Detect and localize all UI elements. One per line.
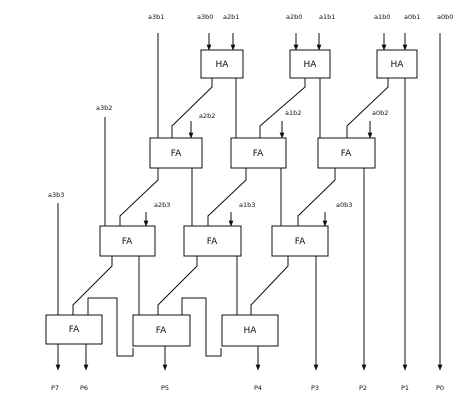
block-fa-6: FA xyxy=(271,225,329,257)
block-label: HA xyxy=(304,60,318,70)
output-p6: P6 xyxy=(80,384,88,392)
block-label: FA xyxy=(171,149,182,159)
block-fa-3: FA xyxy=(317,137,376,169)
label-a0b0: a0b0 xyxy=(437,13,453,21)
block-label: FA xyxy=(341,149,352,159)
block-label: HA xyxy=(244,326,258,336)
label-a2b1: a2b1 xyxy=(223,13,239,21)
label-a0b2: a0b2 xyxy=(372,109,388,117)
block-label: FA xyxy=(69,325,80,335)
label-a3b1: a3b1 xyxy=(148,13,164,21)
output-p2: P2 xyxy=(359,384,367,392)
label-a2b0: a2b0 xyxy=(286,13,302,21)
block-label: FA xyxy=(295,237,306,247)
label-a1b3: a1b3 xyxy=(239,201,255,209)
label-a3b3: a3b3 xyxy=(48,191,64,199)
block-label: FA xyxy=(122,237,133,247)
label-a3b2: a3b2 xyxy=(96,104,112,112)
label-a1b1: a1b1 xyxy=(319,13,335,21)
block-fa-4: FA xyxy=(99,225,156,257)
label-a3b0: a3b0 xyxy=(197,13,213,21)
label-a0b1: a0b1 xyxy=(404,13,420,21)
block-fa-5: FA xyxy=(183,225,242,257)
block-ha-4: HA xyxy=(221,314,279,347)
block-label: FA xyxy=(156,326,167,336)
block-fa-7: FA xyxy=(45,314,103,345)
block-fa-8: FA xyxy=(132,314,191,347)
block-label: FA xyxy=(207,237,218,247)
output-p3: P3 xyxy=(311,384,319,392)
block-label: FA xyxy=(253,149,264,159)
output-p0: P0 xyxy=(436,384,444,392)
block-ha-3: HA xyxy=(376,49,418,79)
wires xyxy=(55,33,443,371)
block-ha-1: HA xyxy=(200,49,244,79)
label-a2b3: a2b3 xyxy=(154,201,170,209)
label-a2b2: a2b2 xyxy=(199,112,215,120)
output-p1: P1 xyxy=(401,384,409,392)
block-fa-1: FA xyxy=(149,137,203,169)
label-a1b0: a1b0 xyxy=(374,13,390,21)
label-a0b3: a0b3 xyxy=(336,201,352,209)
block-ha-2: HA xyxy=(289,49,331,79)
block-label: HA xyxy=(216,60,230,70)
output-p5: P5 xyxy=(161,384,169,392)
output-p4: P4 xyxy=(254,384,262,392)
block-label: HA xyxy=(391,60,405,70)
output-p7: P7 xyxy=(51,384,59,392)
label-a1b2: a1b2 xyxy=(285,109,301,117)
block-fa-2: FA xyxy=(230,137,287,169)
